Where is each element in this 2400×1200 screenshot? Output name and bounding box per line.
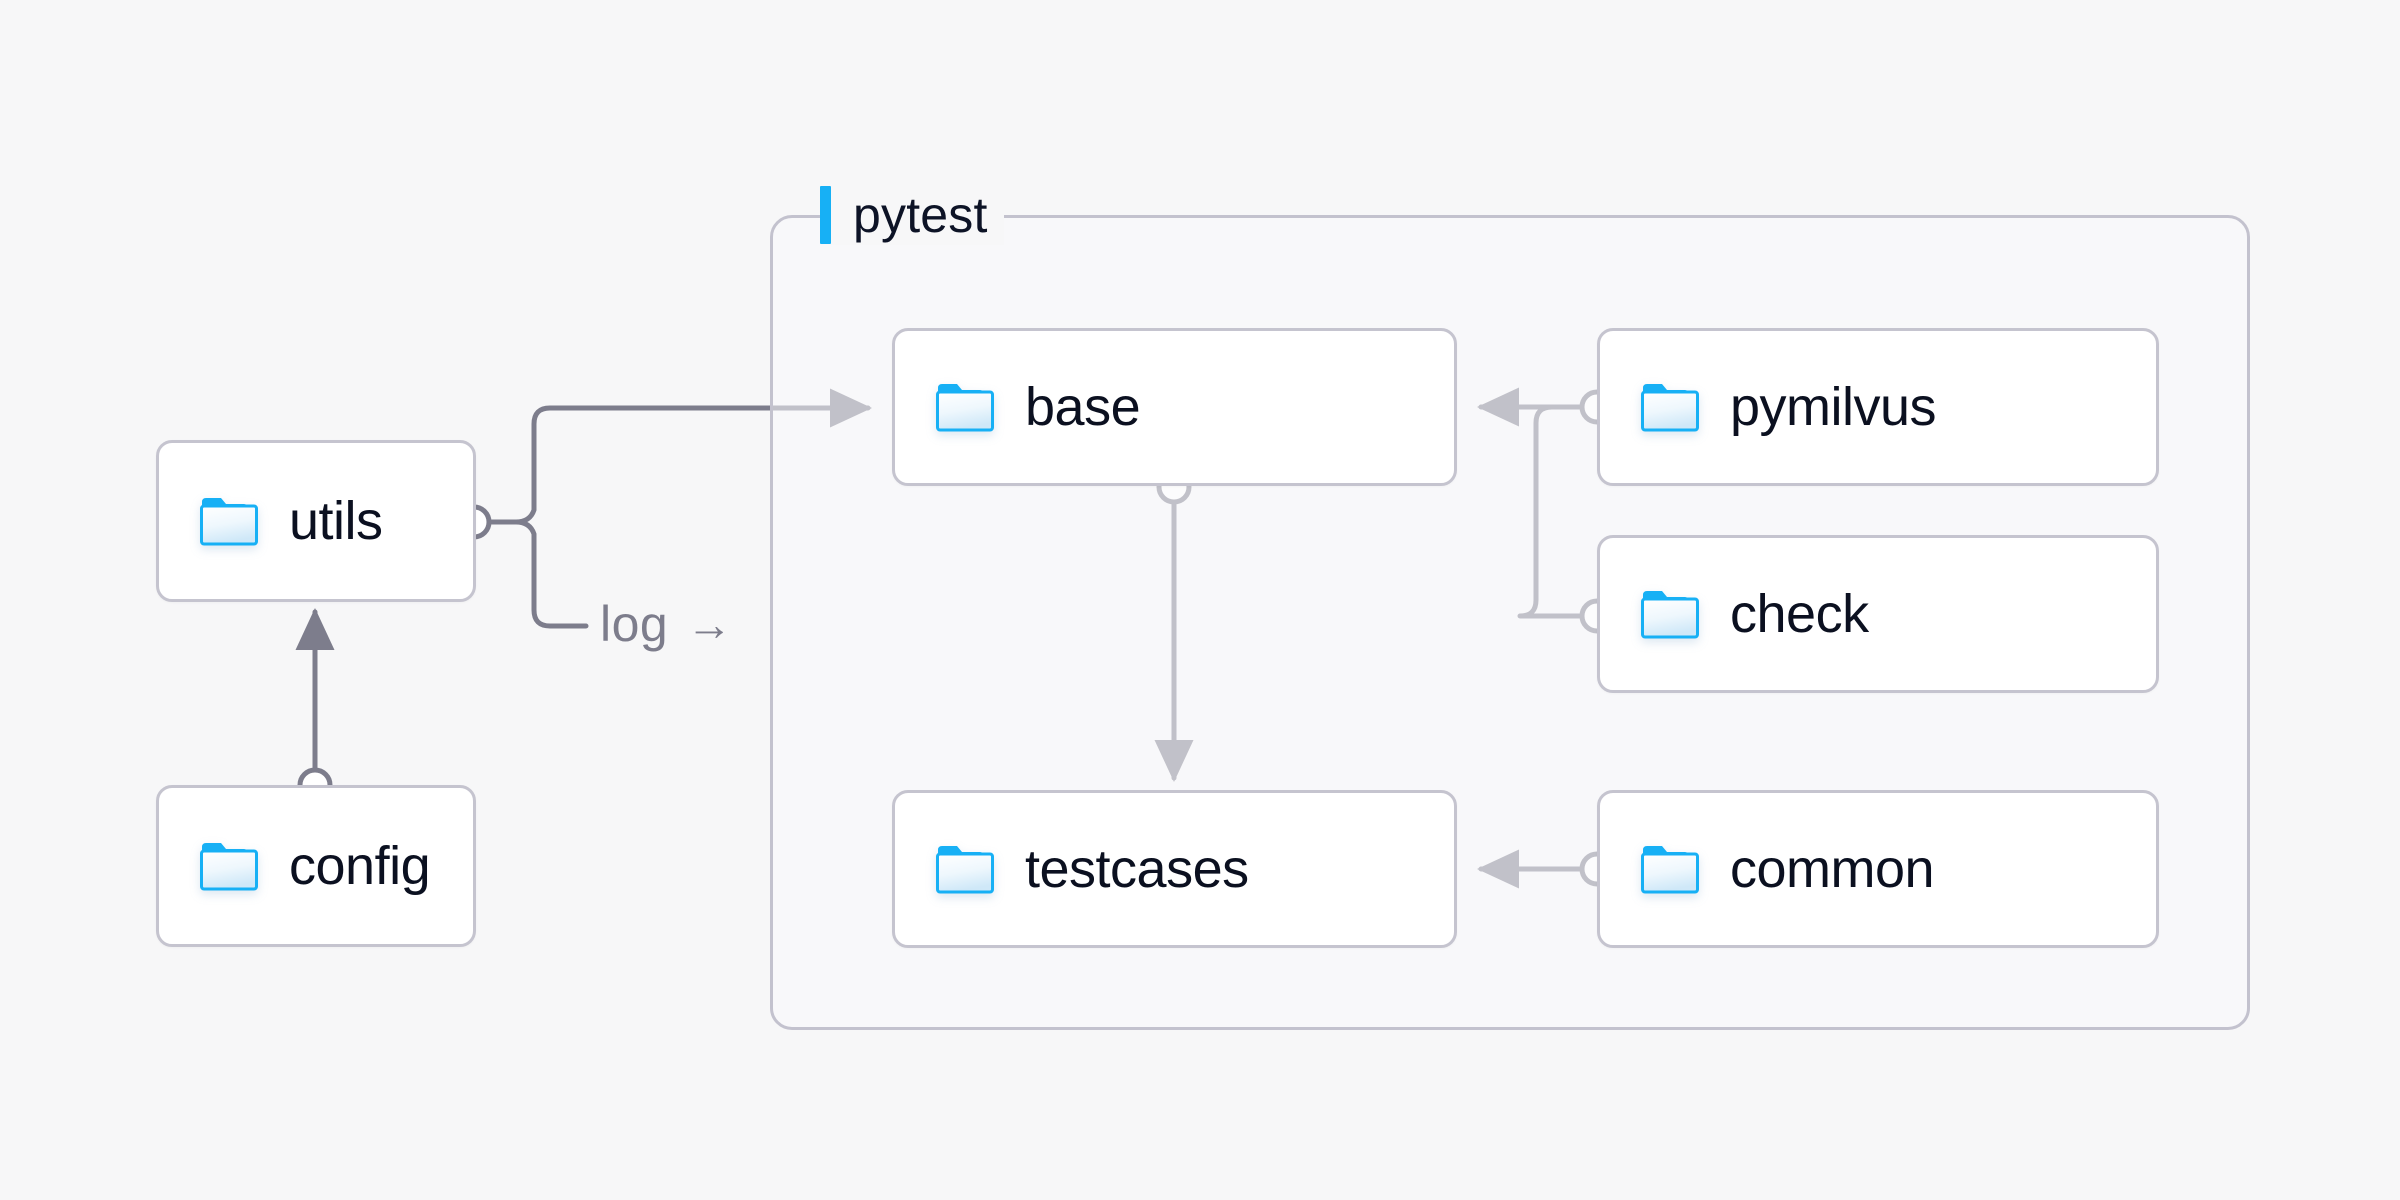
- node-label: common: [1730, 839, 1935, 899]
- group-label-text: pytest: [853, 187, 988, 243]
- node-base[interactable]: base: [892, 328, 1457, 486]
- folder-icon: [200, 843, 258, 891]
- accent-bar-icon: [820, 186, 831, 244]
- node-utils[interactable]: utils: [156, 440, 476, 602]
- node-pymilvus[interactable]: pymilvus: [1597, 328, 2159, 486]
- folder-icon: [200, 498, 258, 546]
- arrow-right-icon: →: [686, 598, 733, 650]
- node-label: utils: [289, 491, 383, 551]
- node-config[interactable]: config: [156, 785, 476, 947]
- edge-label-log: log →: [600, 595, 733, 653]
- node-testcases[interactable]: testcases: [892, 790, 1457, 948]
- folder-icon: [936, 846, 994, 894]
- group-label-pytest: pytest: [820, 185, 1004, 245]
- node-label: pymilvus: [1730, 377, 1937, 437]
- folder-icon: [1641, 846, 1699, 894]
- folder-icon: [936, 384, 994, 432]
- node-common[interactable]: common: [1597, 790, 2159, 948]
- edge-label-text: log: [600, 596, 669, 652]
- node-label: config: [289, 836, 431, 896]
- node-check[interactable]: check: [1597, 535, 2159, 693]
- node-label: testcases: [1025, 839, 1249, 899]
- edge-utils-log-branch: [489, 519, 589, 629]
- folder-icon: [1641, 384, 1699, 432]
- node-label: check: [1730, 584, 1869, 644]
- node-label: base: [1025, 377, 1141, 437]
- folder-icon: [1641, 591, 1699, 639]
